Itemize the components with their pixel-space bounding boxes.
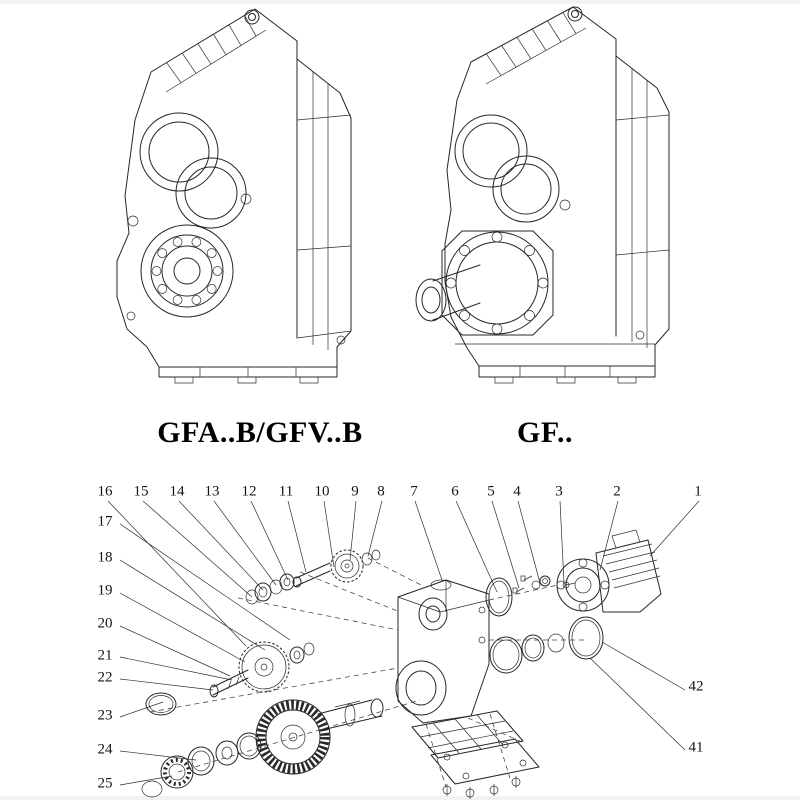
exploded-view xyxy=(107,500,700,799)
gasket xyxy=(430,738,540,785)
callout-11: 11 xyxy=(278,483,294,500)
callout-42: 42 xyxy=(688,678,704,695)
callout-9: 9 xyxy=(351,483,359,500)
right-seal-parts xyxy=(485,575,604,674)
input-gear xyxy=(330,549,364,583)
intermediate-gear-parts xyxy=(145,641,315,716)
base-plate-parts xyxy=(411,710,540,799)
callout-8: 8 xyxy=(377,483,385,500)
gf-drawing xyxy=(415,6,670,384)
callout-23: 23 xyxy=(97,707,113,724)
callout-22: 22 xyxy=(97,669,113,686)
model-label-gfab: GFA..B/GFV..B xyxy=(157,416,363,449)
housing-part xyxy=(395,579,490,724)
intermediate-gear xyxy=(238,641,290,693)
callout-16: 16 xyxy=(97,483,113,500)
callout-15: 15 xyxy=(133,483,149,500)
output-shaft-end xyxy=(415,278,447,322)
gfab-drawing xyxy=(116,8,352,384)
callout-6: 6 xyxy=(451,483,459,500)
model-label-gf: GF.. xyxy=(517,416,573,449)
callout-12: 12 xyxy=(241,483,257,500)
lifting-eye xyxy=(567,6,583,22)
motor-part xyxy=(556,529,662,613)
lifting-eye xyxy=(244,9,260,25)
photo-edge-bottom xyxy=(0,796,800,800)
oil-seal xyxy=(145,692,177,716)
output-flange xyxy=(415,230,554,336)
callout-4: 4 xyxy=(513,483,521,500)
callout-25: 25 xyxy=(97,775,113,792)
callout-21: 21 xyxy=(97,647,113,664)
callout-1: 1 xyxy=(694,483,702,500)
output-bearing-part xyxy=(160,755,194,789)
callout-19: 19 xyxy=(97,582,113,599)
output-gear-parts xyxy=(141,698,384,798)
callout-2: 2 xyxy=(613,483,621,500)
callout-24: 24 xyxy=(97,741,113,758)
leader-lines xyxy=(107,500,700,786)
callout-5: 5 xyxy=(487,483,495,500)
assembly-axes xyxy=(149,557,584,788)
photo-edge-top xyxy=(0,0,800,4)
callout-18: 18 xyxy=(97,549,113,566)
callout-3: 3 xyxy=(555,483,563,500)
callout-17: 17 xyxy=(97,513,113,530)
callout-13: 13 xyxy=(204,483,220,500)
large-retaining-ring xyxy=(568,616,604,660)
terminal-box xyxy=(611,529,641,549)
callout-10: 10 xyxy=(314,483,330,500)
callout-14: 14 xyxy=(169,483,185,500)
callout-20: 20 xyxy=(97,615,113,632)
callout-41: 41 xyxy=(688,739,704,756)
input-shaft-parts xyxy=(245,549,381,605)
output-helical-gear xyxy=(256,700,330,774)
input-bores xyxy=(139,112,247,229)
output-bearing xyxy=(140,224,234,318)
callout-7: 7 xyxy=(410,483,418,500)
housing-bore xyxy=(395,660,447,716)
